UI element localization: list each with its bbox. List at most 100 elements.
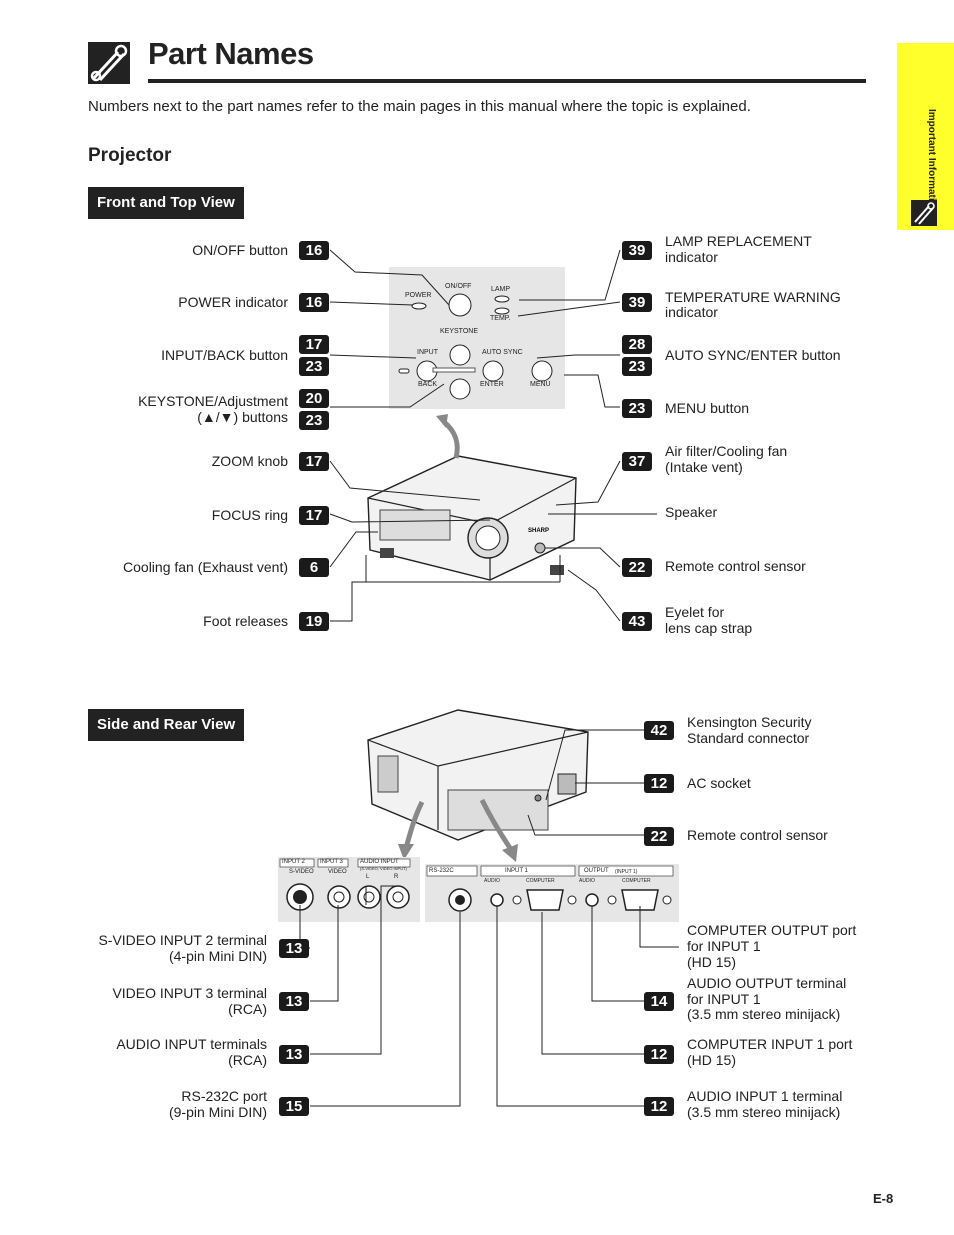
label-lens-cap-strap: lens cap strap [665,620,753,636]
label-on-off-button: ON/OFF button [192,242,288,258]
label-remote-sensor-rear: Remote control sensor [687,827,828,843]
page-badge: 16 [299,241,329,260]
label-computer-output: COMPUTER OUTPUT port [687,922,857,938]
panel-temp-label: TEMP. [490,315,511,322]
rear-computer-in-label: COMPUTER [526,878,555,884]
label-speaker: Speaker [665,504,718,520]
tool-icon [911,200,937,226]
page-badge: 16 [299,293,329,312]
page-badge: 22 [644,827,674,846]
label-computer-input: COMPUTER INPUT 1 port [687,1036,853,1052]
label-eyelet: Eyelet for [665,604,725,620]
label-keystone-adjustment: KEYSTONE/Adjustment [138,393,288,409]
label-svideo-input2: S-VIDEO INPUT 2 terminal [98,932,267,948]
page-badge: 23 [299,411,329,430]
front-view-heading: Front and Top View [88,187,244,219]
rear-audio-input-label: AUDIO INPUT [360,859,399,865]
panel-auto-sync-label: AUTO SYNC [482,349,523,356]
label-lamp-replacement-indicator: indicator [665,249,718,265]
page-badge: 13 [279,939,309,958]
rear-computer-out-label: COMPUTER [622,878,651,884]
page-title: Part Names [148,36,314,71]
panel-lamp-label: LAMP [491,286,511,293]
label-ac-socket: AC socket [687,775,751,791]
rear-input2-label: INPUT 2 [282,859,305,865]
page-badge: 42 [644,721,674,740]
page-badge: 23 [622,357,652,376]
rear-l-label: L [366,874,370,880]
side-tab-text: Important Information [926,109,937,213]
page-badge: 19 [299,612,329,631]
label-audio-input-terminals-type: (RCA) [228,1052,267,1068]
page-badge: 12 [644,1045,674,1064]
label-temperature-warning: TEMPERATURE WARNING [665,289,841,305]
label-focus-ring: FOCUS ring [211,507,288,523]
label-menu-button: MENU button [665,400,750,416]
panel-enter-label: ENTER [480,381,504,388]
panel-menu-label: MENU [530,381,551,388]
label-audio-input1: AUDIO INPUT 1 terminal [687,1088,843,1104]
page-badge: 17 [299,335,329,354]
page-badge: 43 [622,612,652,631]
page-badge: 23 [299,357,329,376]
wrench-tool-icon [88,42,130,84]
rear-panel-right [425,864,679,922]
label-kensington-connector: Standard connector [687,730,810,746]
page-badge: 14 [644,992,674,1011]
label-audio-output-for: for INPUT 1 [687,991,761,1007]
brand-label: SHARP [528,528,549,534]
page-badge: 39 [622,293,652,312]
label-video-input3: VIDEO INPUT 3 terminal [112,985,267,1001]
label-rs232c-port: RS-232C port [181,1088,267,1104]
page-badge: 37 [622,452,652,471]
label-computer-output-for: for INPUT 1 [687,938,761,954]
label-auto-sync-enter: AUTO SYNC/ENTER button [665,347,841,363]
rear-audio-in-label: AUDIO [484,878,500,884]
page-badge: 22 [622,558,652,577]
panel-on-off-label: ON/OFF [445,283,472,290]
label-computer-output-type: (HD 15) [687,954,737,970]
curved-arrows-down-icon [398,798,518,862]
label-audio-output-type: (3.5 mm stereo minijack) [687,1006,841,1022]
page-number: E-8 [873,1191,894,1206]
page-badge: 23 [622,399,652,418]
label-keystone-buttons: (▲/▼) buttons [197,409,288,425]
label-video-input3-type: (RCA) [228,1001,267,1017]
label-input-back-button: INPUT/BACK button [161,347,288,363]
label-intake-vent: (Intake vent) [665,459,743,475]
title-rule [148,79,866,83]
rear-input1-label: INPUT 1 [505,868,528,874]
page-badge: 28 [622,335,652,354]
page-badge: 12 [644,774,674,793]
rear-panel-right-ports [426,865,674,912]
side-view-heading: Side and Rear View [88,709,245,741]
page-badge: 39 [622,241,652,260]
label-air-filter: Air filter/Cooling fan [665,443,788,459]
label-remote-control-sensor: Remote control sensor [665,558,806,574]
page-badge: 15 [279,1097,309,1116]
label-foot-releases: Foot releases [203,613,288,629]
label-cooling-fan-exhaust: Cooling fan (Exhaust vent) [123,559,288,575]
label-kensington: Kensington Security [687,714,812,730]
curved-arrow-up-icon [436,414,460,459]
page-badge: 6 [299,558,329,577]
panel-power-label: POWER [405,292,432,299]
label-svideo-input2-type: (4-pin Mini DIN) [168,948,267,964]
intro-text: Numbers next to the part names refer to … [88,98,751,115]
panel-input-label: INPUT [417,349,438,356]
label-power-indicator: POWER indicator [178,294,288,310]
panel-keystone-label: KEYSTONE [440,328,478,335]
label-computer-input-type: (HD 15) [687,1052,737,1068]
page-badge: 20 [299,389,329,408]
label-audio-output: AUDIO OUTPUT terminal [687,975,847,991]
label-audio-input1-type: (3.5 mm stereo minijack) [687,1104,841,1120]
rear-r-label: R [394,874,399,880]
rear-audio-input-sub-label: (S-VIDEO, VIDEO INPUT) [360,866,407,871]
label-audio-input-terminals: AUDIO INPUT terminals [116,1036,267,1052]
section-heading: Projector [88,145,172,166]
rear-video-label: VIDEO [328,869,347,875]
rear-audio-out-label: AUDIO [579,878,595,884]
label-zoom-knob: ZOOM knob [211,453,288,469]
side-tab: Important Information [897,43,954,230]
page-badge: 13 [279,992,309,1011]
